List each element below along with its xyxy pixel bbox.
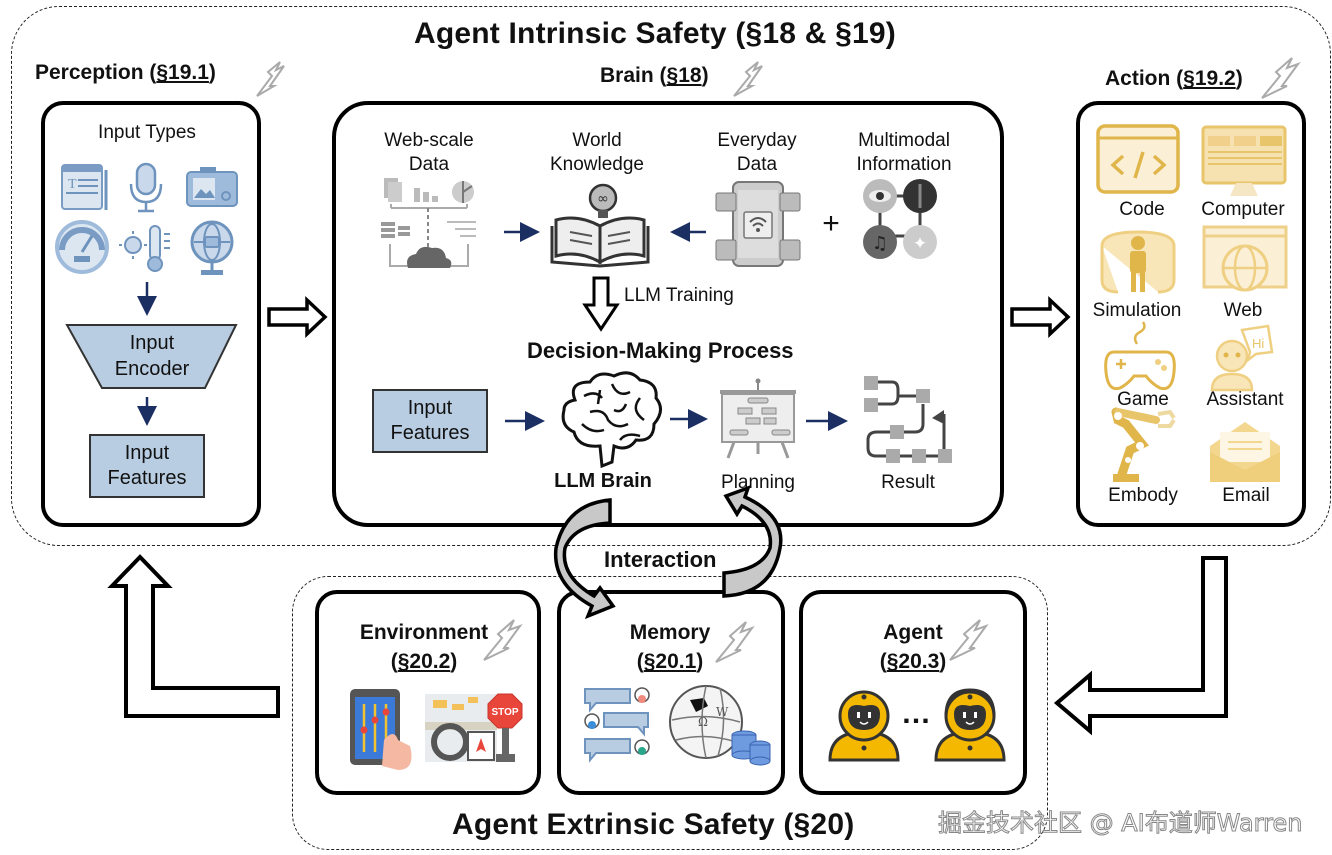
extrinsic-safety-region [292,576,1048,850]
input-types-label: Input Types [98,122,196,143]
decision-making-title: Decision-Making Process [527,338,794,363]
action-section-link[interactable]: §19.2 [1183,67,1236,90]
action-label-code: Code [1119,199,1165,220]
agent-ellipsis: … [901,697,931,730]
interaction-label: Interaction [604,547,717,572]
environment-section-link[interactable]: §20.2 [397,650,451,673]
planning-label: Planning [721,472,795,493]
watermark: 掘金技术社区 @ AI布道师Warren [937,809,1303,838]
action-label-assistant: Assistant [1206,389,1284,410]
environment-title: Environment (§20.2) [359,621,489,673]
action-label-computer: Computer [1201,199,1285,220]
action-label-embody: Embody [1108,485,1178,506]
brain-section-link[interactable]: §18 [666,64,702,87]
action-to-extrinsic-arrow [1053,556,1228,736]
result-label: Result [881,472,935,493]
action-label-simulation: Simulation [1092,300,1182,321]
perception-title: Perception (§19.1) [35,61,216,84]
memory-section-link[interactable]: §20.1 [643,650,697,673]
agent-title: Agent (§20.3) [879,621,947,673]
action-label-web: Web [1223,300,1263,321]
extrinsic-to-perception-arrow [107,554,280,718]
brain-title: Brain (§18) [600,64,709,87]
llm-training-label: LLM Training [624,285,734,306]
plus-sign: + [822,207,840,240]
agent-section-link[interactable]: §20.3 [886,650,940,673]
intrinsic-safety-region [11,6,1331,546]
action-label-email: Email [1222,485,1270,506]
extrinsic-safety-title: Agent Extrinsic Safety (§20) [452,808,855,841]
action-label-game: Game [1117,389,1169,410]
perception-section-link[interactable]: §19.1 [156,61,209,84]
memory-title: Memory (§20.1) [629,621,711,673]
llm-brain-label: LLM Brain [554,470,652,492]
action-title: Action (§19.2) [1105,67,1243,90]
intrinsic-safety-title: Agent Intrinsic Safety (§18 & §19) [414,17,896,50]
